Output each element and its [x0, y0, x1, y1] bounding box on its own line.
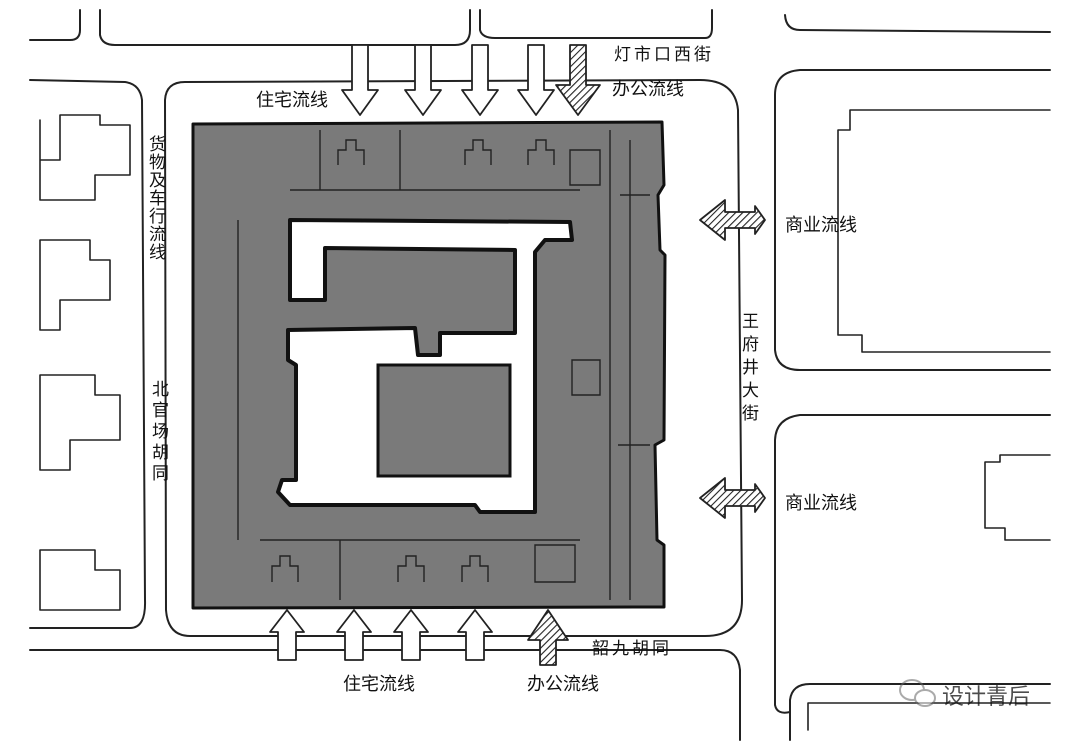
- flow-residential-bottom-label: 住宅流线: [343, 674, 415, 695]
- flow-commercial-upper-label: 商业流线: [785, 215, 857, 236]
- arrow-residential-bottom-3: [393, 609, 429, 661]
- arrow-residential-bottom-1: [269, 609, 305, 661]
- flow-office-bottom-label: 办公流线: [527, 674, 599, 695]
- arrow-residential-top-1: [341, 44, 379, 116]
- arrow-residential-top-2: [404, 44, 442, 116]
- arrow-residential-top-4: [517, 44, 555, 116]
- wechat-icon: [899, 679, 936, 707]
- street-north-label: 灯市口西街: [614, 45, 714, 65]
- labels: 灯市口西街 住宅流线 办公流线 商业流线 商业流线 王府井大街 货物及车行流线 …: [145, 45, 857, 695]
- flow-goods-vehicle-label: 货物及车行流线: [145, 135, 166, 261]
- street-east-label: 王府井大街: [738, 312, 759, 427]
- arrow-office-bottom: [527, 609, 569, 666]
- watermark-text: 设计青后: [942, 685, 1030, 710]
- flow-arrows: [269, 44, 766, 666]
- arrow-residential-bottom-4: [457, 609, 493, 661]
- flow-residential-top-label: 住宅流线: [256, 90, 328, 111]
- watermark: 设计青后: [899, 679, 1030, 710]
- arrow-commercial-upper: [699, 199, 766, 241]
- flow-commercial-lower-label: 商业流线: [785, 493, 857, 514]
- arrow-residential-bottom-2: [336, 609, 372, 661]
- surrounding-blocks: [29, 9, 1051, 741]
- street-south-label: 韶九胡同: [592, 639, 672, 659]
- flow-office-top-label: 办公流线: [612, 79, 684, 100]
- street-west-label: 北官场胡同: [148, 380, 169, 485]
- arrow-residential-top-3: [461, 44, 499, 116]
- arrow-office-top: [555, 44, 601, 116]
- arrow-commercial-lower: [699, 477, 766, 519]
- main-building: [191, 120, 667, 610]
